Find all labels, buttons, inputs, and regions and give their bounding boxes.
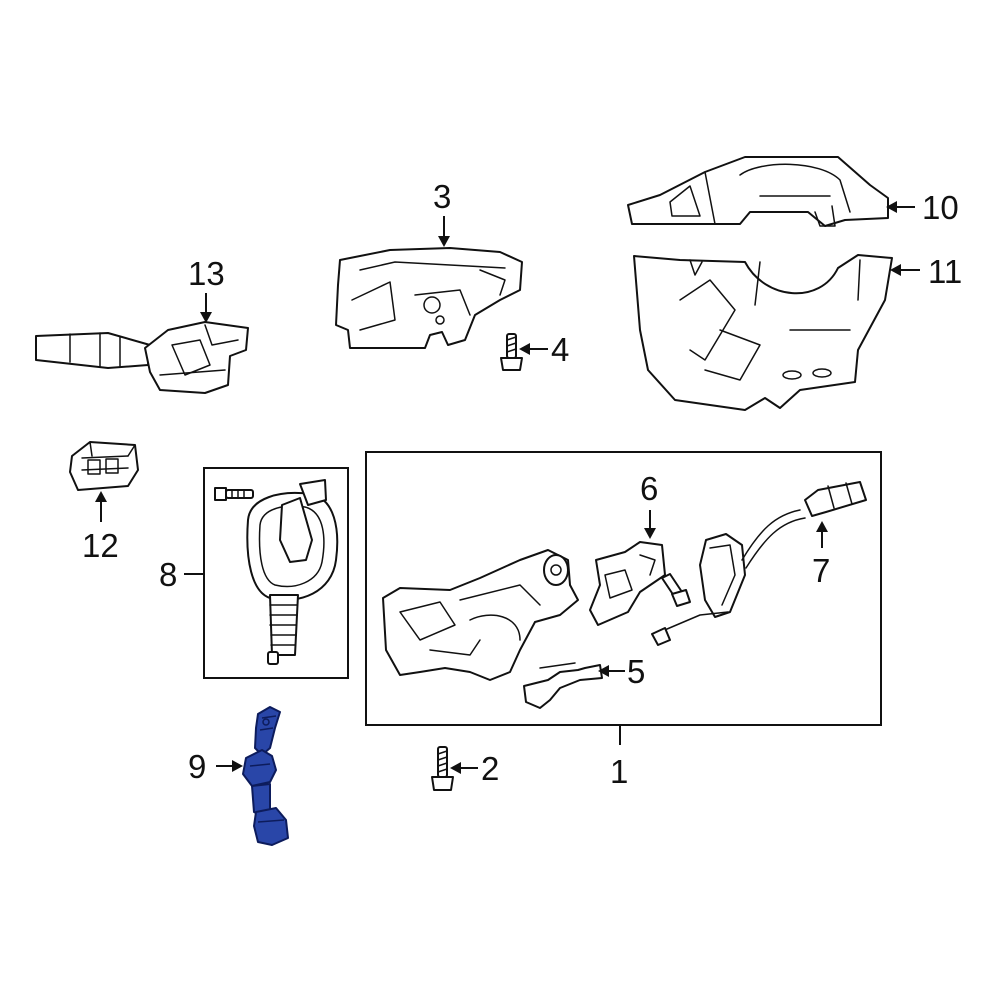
callout-10: 10 (922, 189, 959, 226)
leader-5 (598, 665, 625, 677)
callout-2: 2 (481, 750, 499, 787)
part-9-intermediate-shaft[interactable] (242, 706, 289, 846)
callout-1: 1 (610, 753, 628, 790)
callout-9: 9 (188, 748, 206, 785)
part-5-wire-bracket[interactable] (523, 662, 603, 709)
part-11-lower-shroud[interactable] (633, 254, 893, 411)
leader-10 (886, 201, 915, 213)
part-8-screw[interactable] (214, 487, 254, 501)
callout-8: 8 (159, 556, 177, 593)
leader-6 (644, 510, 656, 539)
part-4-bolt[interactable] (500, 333, 523, 371)
callout-13: 13 (188, 255, 225, 292)
part-10-upper-shroud[interactable] (627, 156, 889, 227)
leader-11 (890, 264, 920, 276)
callout-5: 5 (627, 653, 645, 690)
leader-3 (438, 216, 450, 247)
callout-12: 12 (82, 527, 119, 564)
group-box-1 (365, 451, 882, 726)
leader-9 (216, 760, 243, 772)
part-7-wiper-lever[interactable] (651, 481, 867, 646)
callout-7: 7 (812, 552, 830, 589)
part-6-switch-bracket[interactable] (589, 541, 666, 626)
leader-4 (519, 343, 548, 355)
leader-13 (200, 293, 212, 323)
callout-4: 4 (551, 331, 569, 368)
callout-6: 6 (640, 470, 658, 507)
part-13-multifunction-switch[interactable] (35, 321, 249, 394)
leader-12 (95, 491, 107, 522)
part-8-lock-cylinder[interactable] (246, 479, 339, 665)
callout-3: 3 (433, 178, 451, 215)
part-3-bracket[interactable] (335, 247, 523, 349)
part-1-column-housing[interactable] (382, 549, 579, 681)
leader-2 (450, 762, 478, 774)
part-2-bolt[interactable] (431, 746, 454, 791)
part-1-bolt[interactable] (661, 573, 691, 607)
callout-11: 11 (928, 253, 962, 290)
leader-7 (816, 521, 828, 548)
part-12-connector[interactable] (69, 441, 139, 491)
